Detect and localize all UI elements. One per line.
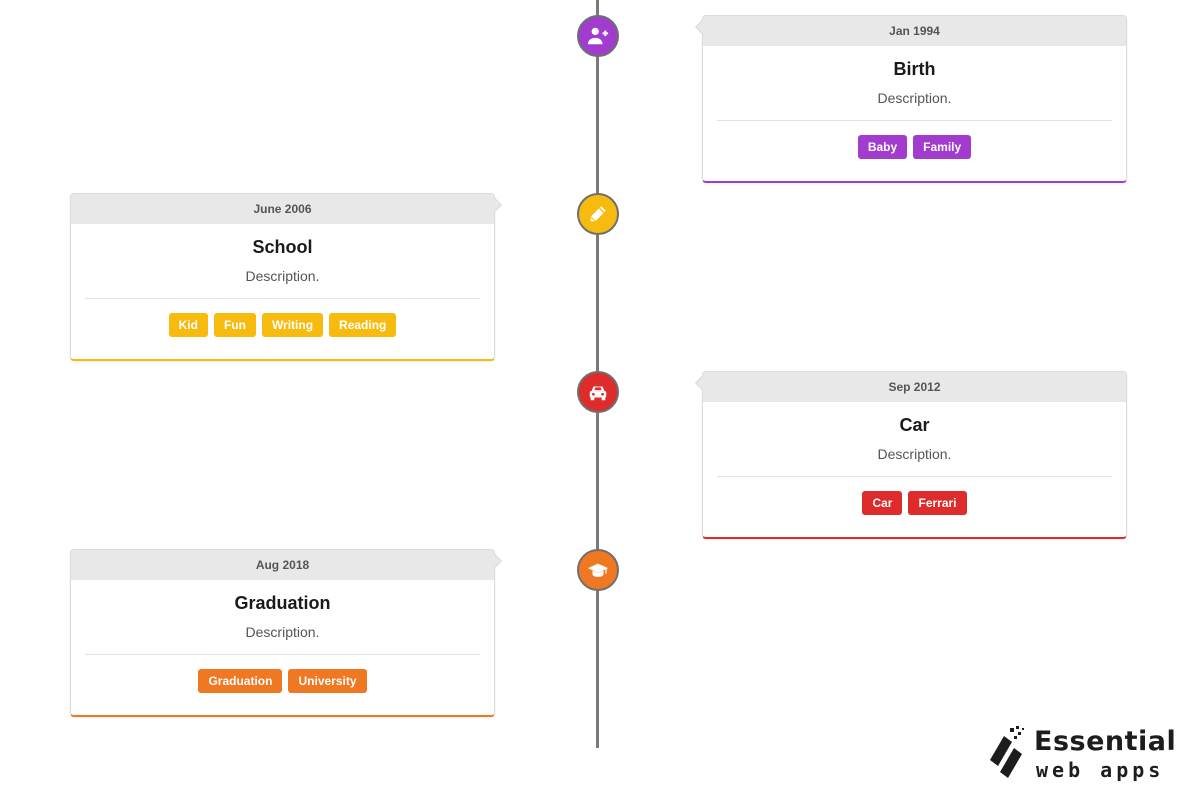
user-plus-icon	[587, 25, 609, 47]
timeline-node-car	[577, 371, 619, 413]
essential-web-apps-logo: Essential web apps	[986, 724, 1176, 786]
event-date: Jan 1994	[889, 24, 940, 38]
tag-kid[interactable]: Kid	[168, 313, 208, 337]
event-date-header: Sep 2012	[694, 372, 1126, 402]
tag-list: Graduation University	[71, 669, 494, 693]
card-divider	[717, 120, 1112, 121]
event-title: Birth	[893, 59, 936, 79]
event-date: Sep 2012	[888, 380, 941, 394]
graduation-cap-icon	[587, 559, 609, 581]
tag-list: Kid Fun Writing Reading	[71, 313, 494, 337]
event-title: School	[252, 237, 313, 257]
card-divider	[85, 298, 480, 299]
event-card-car[interactable]: Sep 2012 Car Description. Car Ferrari	[694, 371, 1127, 539]
event-date-header: June 2006	[71, 194, 503, 224]
event-description: Description.	[245, 268, 320, 284]
tag-reading[interactable]: Reading	[329, 313, 397, 337]
tag-baby[interactable]: Baby	[857, 135, 908, 159]
event-description: Description.	[877, 90, 952, 106]
card-divider	[85, 654, 480, 655]
event-description: Description.	[877, 446, 952, 462]
timeline-node-school	[577, 193, 619, 235]
timeline-node-graduation	[577, 549, 619, 591]
logo-text-essential: Essential	[1034, 726, 1177, 757]
tag-list: Car Ferrari	[703, 491, 1126, 515]
event-card-birth[interactable]: Jan 1994 Birth Description. Baby Family	[694, 15, 1127, 183]
event-date-header: Aug 2018	[71, 550, 503, 580]
card-divider	[717, 476, 1112, 477]
tag-family[interactable]: Family	[913, 135, 972, 159]
tag-car[interactable]: Car	[862, 491, 903, 515]
tag-fun[interactable]: Fun	[213, 313, 256, 337]
card-pointer	[694, 19, 710, 35]
tag-university[interactable]: University	[288, 669, 367, 693]
event-date: Aug 2018	[255, 558, 310, 572]
event-card-graduation[interactable]: Aug 2018 Graduation Description. Graduat…	[70, 549, 503, 717]
event-title: Graduation	[234, 593, 331, 613]
event-date-header: Jan 1994	[694, 16, 1126, 46]
car-icon	[587, 381, 609, 403]
tag-writing[interactable]: Writing	[261, 313, 324, 337]
card-pointer	[487, 553, 503, 569]
event-title: Car	[899, 415, 930, 435]
pencil-icon	[587, 203, 609, 225]
logo-mark-icon	[990, 726, 1024, 778]
tag-graduation[interactable]: Graduation	[198, 669, 283, 693]
logo-text-web-apps: web apps	[1036, 758, 1165, 782]
event-card-school[interactable]: June 2006 School Description. Kid Fun Wr…	[70, 193, 503, 361]
tag-ferrari[interactable]: Ferrari	[908, 491, 967, 515]
event-description: Description.	[245, 624, 320, 640]
event-date: June 2006	[253, 202, 312, 216]
tag-list: Baby Family	[703, 135, 1126, 159]
timeline-node-birth	[577, 15, 619, 57]
card-pointer	[487, 197, 503, 213]
card-pointer	[694, 375, 710, 391]
